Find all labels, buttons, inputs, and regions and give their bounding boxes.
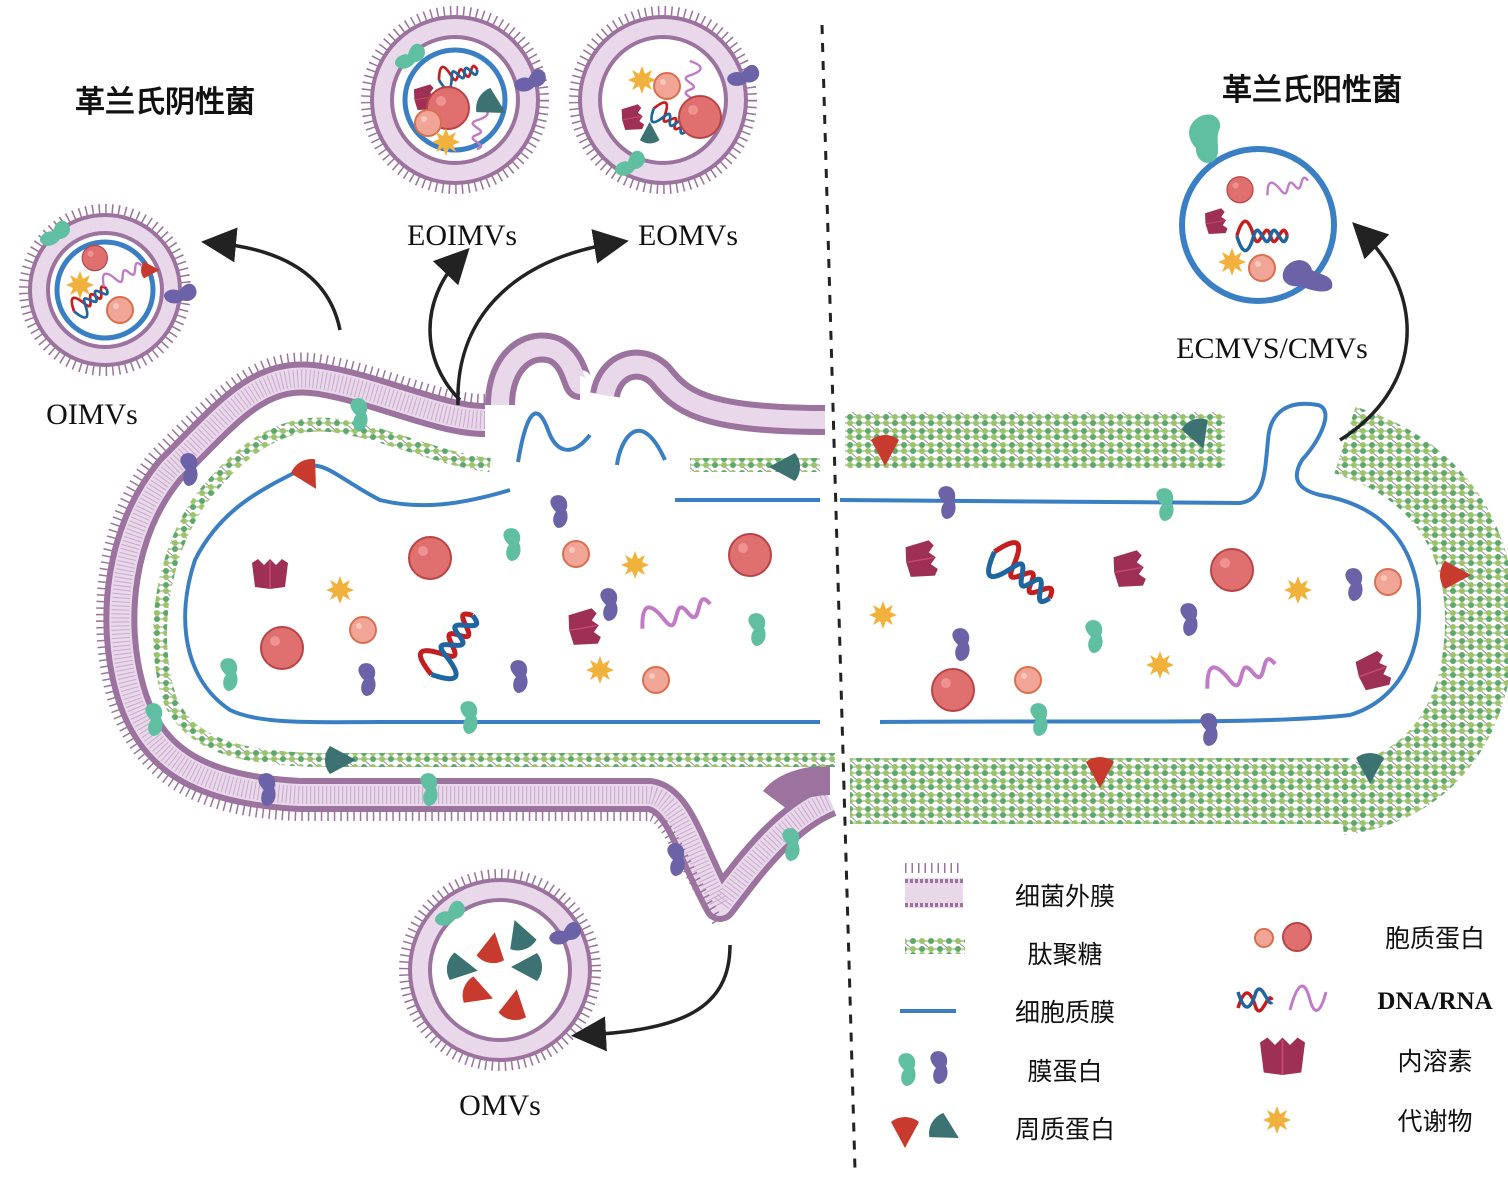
legend-label: 代谢物 (1397, 1107, 1472, 1136)
metabolite (1218, 248, 1246, 276)
endolysin (1351, 648, 1394, 695)
title-gram-negative: 革兰氏阴性菌 (75, 85, 255, 120)
cytoplasmic-protein (414, 109, 442, 137)
periplasmic-protein (324, 746, 356, 774)
metabolite (621, 551, 649, 579)
rna (634, 585, 715, 638)
legend-label: DNA/RNA (1377, 988, 1492, 1015)
label-ecmvs: ECMVS/CMVs (1176, 332, 1368, 365)
cytoplasmic-protein (562, 540, 590, 568)
label-eomvs: EOMVs (638, 219, 738, 252)
vesicle-ecmvs (1179, 114, 1337, 304)
label-eoimvs: EOIMVs (407, 219, 517, 252)
legend-label: 细胞质膜 (1015, 998, 1115, 1027)
membrane-protein (1156, 488, 1174, 521)
metabolite (1146, 651, 1174, 679)
endolysin (1110, 548, 1148, 591)
periplasmic-protein-icon (891, 1110, 966, 1151)
vesicle-oimvs (19, 204, 198, 376)
cytoplasmic-protein (678, 95, 722, 139)
dna (981, 536, 1063, 614)
endolysin (902, 538, 940, 581)
membrane-protein (460, 701, 478, 734)
arrow-to-oimvs (201, 227, 342, 331)
legend-label: 膜蛋白 (1027, 1057, 1102, 1086)
membrane-protein (1180, 603, 1198, 636)
legend-label: 细菌外膜 (1015, 882, 1115, 911)
legend-label: 胞质蛋白 (1385, 924, 1485, 953)
gram-negative-cell (96, 332, 838, 929)
dna (414, 603, 490, 686)
cytoplasmic-protein (1226, 176, 1254, 204)
label-oimvs: OIMVs (46, 398, 138, 431)
arrow-to-omvs (571, 944, 732, 1052)
cytoplasmic-protein (728, 533, 772, 577)
cytoplasmic-protein (1374, 568, 1402, 596)
membrane-protein (952, 628, 970, 661)
metabolite-icon (1263, 1106, 1291, 1134)
legend-label: 周质蛋白 (1015, 1115, 1115, 1144)
legend: 细菌外膜 肽聚糖 细胞质膜 膜蛋白 周质蛋白 胞质蛋白 DNA/RNA 内溶素 … (891, 863, 1493, 1151)
membrane-protein (667, 843, 685, 876)
title-gram-positive: 革兰氏阳性菌 (1222, 73, 1402, 108)
endolysin-icon (1259, 1036, 1306, 1076)
cytoplasmic-protein (1210, 548, 1254, 592)
peptidoglycan-thin (153, 417, 835, 767)
cytoplasmic-protein (106, 296, 134, 324)
legend-label: 肽聚糖 (1027, 940, 1102, 969)
peptidoglycan-thick (845, 406, 1508, 835)
cytoplasmic-protein (653, 72, 681, 100)
endolysin (251, 558, 289, 590)
membrane-protein (550, 495, 568, 528)
cytoplasmic-membrane (839, 401, 1422, 724)
metabolite (326, 576, 354, 604)
rna (1199, 645, 1280, 698)
membrane-protein (1085, 620, 1103, 653)
membrane-protein (510, 660, 528, 693)
membrane-protein (1282, 260, 1333, 292)
endolysin (565, 606, 603, 649)
metabolite (869, 601, 897, 629)
arrow-to-ecmvs (1339, 222, 1409, 442)
membrane-protein-icon (898, 1051, 948, 1086)
membrane-protein (600, 588, 618, 621)
center-divider (820, 24, 857, 1171)
cytoplasmic-protein-icon (1254, 922, 1312, 952)
legend-label: 内溶素 (1397, 1047, 1472, 1076)
membrane-protein (503, 528, 521, 561)
arrow-to-eoimvs (428, 247, 470, 402)
gram-positive-cell (839, 401, 1508, 835)
dna-rna-icon (1236, 984, 1328, 1013)
metabolite (586, 656, 614, 684)
membrane-protein (1200, 713, 1218, 746)
membrane-protein (1189, 114, 1221, 163)
metabolite (432, 128, 460, 156)
membrane-protein (358, 663, 376, 696)
vesicle-eoimvs (361, 6, 549, 194)
cytoplasmic-protein (260, 626, 304, 670)
cytoplasmic-protein (81, 244, 109, 272)
arrow-to-eomvs (456, 229, 629, 406)
vesicle-omvs (399, 869, 601, 1071)
cytoplasmic-protein (1014, 666, 1042, 694)
label-omvs: OMVs (459, 1089, 541, 1122)
metabolite (1284, 576, 1312, 604)
cytoplasmic-protein (349, 616, 377, 644)
membrane-protein (748, 613, 766, 646)
metabolite (628, 66, 656, 94)
periplasmic-protein (769, 453, 801, 481)
periplasmic-protein (288, 454, 329, 496)
membrane-protein (220, 658, 238, 691)
vesicle-eomvs (569, 6, 762, 194)
cytoplasmic-protein (408, 536, 452, 580)
cytoplasmic-protein (1248, 254, 1276, 282)
peptidoglycan-icon (905, 938, 965, 954)
cytoplasmic-membrane (183, 463, 820, 725)
cytoplasmic-protein (931, 668, 975, 712)
membrane-protein (1345, 568, 1363, 601)
cytoplasmic-protein (642, 666, 670, 694)
outer-membrane-icon (905, 863, 963, 908)
